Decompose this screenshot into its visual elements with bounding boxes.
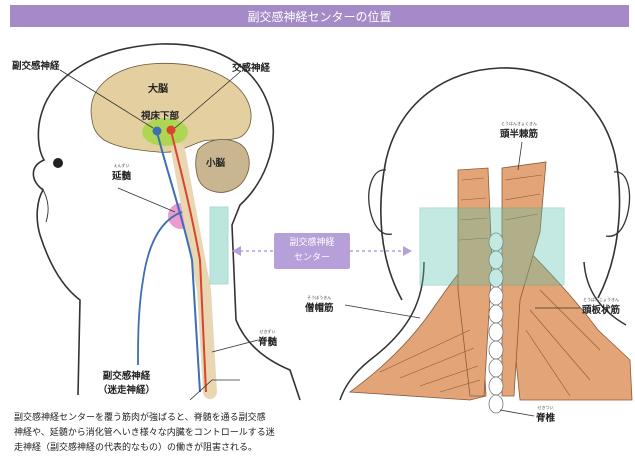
label-cerebellum: 小脳	[206, 155, 225, 169]
face-profile	[42, 188, 48, 222]
arrowhead-right	[403, 246, 412, 256]
label-splenius-ruby: とうばんじょうきん	[582, 298, 620, 302]
label-splenius: とうばんじょうきん 頭板状筋	[582, 298, 620, 316]
sympathetic-dot	[167, 126, 176, 135]
center-label-box: 副交感神経 センター	[274, 233, 350, 269]
label-trapezius: そうぼうきん 僧帽筋	[305, 296, 334, 314]
label-splenius-text: 頭板状筋	[582, 305, 620, 316]
label-semispinalis: とうはんきょくきん 頭半棘筋	[500, 122, 538, 140]
vagus-nerve	[138, 212, 182, 365]
label-spinal-cord: せきずい 脊髄	[258, 330, 277, 348]
label-vagus-line2: （迷走神経）	[98, 382, 155, 396]
label-spinal-cord-ruby: せきずい	[258, 330, 277, 334]
eye	[53, 158, 63, 168]
label-hypothalamus: 視床下部	[141, 108, 179, 122]
center-region-left	[210, 207, 228, 284]
center-region-right	[420, 208, 564, 285]
label-trapezius-ruby: そうぼうきん	[305, 296, 334, 300]
label-sympathetic: 交感神経	[232, 60, 270, 74]
leader-spinal	[212, 340, 258, 352]
label-cerebrum: 大脳	[148, 80, 168, 95]
label-medulla: えんずい 延髄	[112, 164, 131, 182]
caption: 副交感神経センターを覆う筋肉が強ばると、脊髄を通る副交感 神経や、延髄から消化管…	[14, 411, 386, 456]
caption-line1: 副交感神経センターを覆う筋肉が強ばると、脊髄を通る副交感	[14, 411, 386, 426]
label-parasympathetic: 副交感神経	[12, 58, 60, 72]
caption-line3: 走神経（副交感神経の代表的なもの）の働きが阻害される。	[14, 441, 386, 456]
center-label-line1: 副交感神経	[274, 236, 350, 251]
label-spinal-cord-text: 脊髄	[258, 337, 277, 348]
label-medulla-ruby: えんずい	[112, 164, 131, 168]
caption-line2: 神経や、延髄から消化管へいき様々な内臓をコントロールする迷	[14, 426, 386, 441]
leader-vertebra	[500, 410, 534, 416]
label-medulla-text: 延髄	[112, 171, 131, 182]
label-vagus: 副交感神経 （迷走神経）	[98, 368, 155, 396]
label-trapezius-text: 僧帽筋	[305, 303, 334, 314]
label-semispinalis-text: 頭半棘筋	[500, 129, 538, 140]
label-vagus-line1: 副交感神経	[98, 368, 155, 382]
label-semispinalis-ruby: とうはんきょくきん	[500, 122, 538, 126]
hypothalamus-glow	[142, 118, 188, 146]
label-vertebra-ruby: せきつい	[536, 406, 555, 410]
leader-medulla	[118, 188, 175, 212]
center-label-line2: センター	[274, 251, 350, 266]
leader-trapezius	[345, 305, 420, 318]
label-vertebra: せきつい 脊椎	[536, 406, 555, 424]
parasympathetic-dot	[153, 127, 162, 136]
label-vertebra-text: 脊椎	[536, 413, 555, 424]
